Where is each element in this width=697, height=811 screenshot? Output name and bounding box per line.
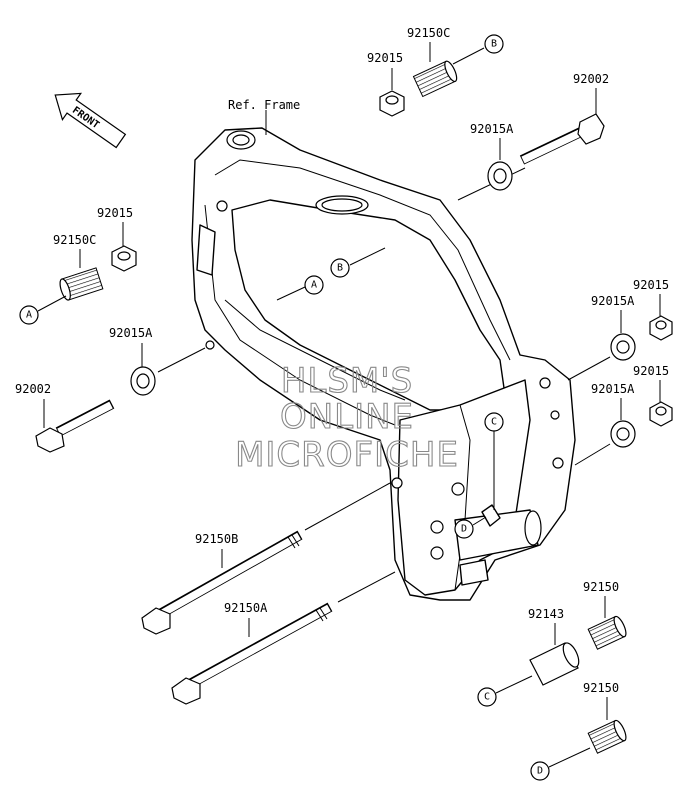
svg-text:A: A [26,310,32,321]
callout-c-frame: C [484,412,504,432]
part-92015a-r1: 92015A [591,294,635,308]
part-92015-top: 92015 [367,51,403,65]
callout-a-left: A [19,305,39,325]
part-92015a-left: 92015A [109,326,153,340]
callout-d-frame: D [454,519,474,539]
callout-a-frame: A [304,275,324,295]
nut-92015-r1 [649,315,673,341]
part-92002-left: 92002 [15,382,51,396]
part-92150c-left: 92150C [53,233,96,247]
washer-92015a-top [487,138,513,191]
nut-92015-top [379,68,405,117]
nut-92015-r2 [649,401,673,427]
callout-b-top: B [484,34,504,54]
spring-92150-r2 [587,719,627,754]
main-frame [191,127,576,601]
svg-text:B: B [491,39,497,50]
part-92150c-top: 92150C [407,26,450,40]
part-92002-right: 92002 [573,72,609,86]
collar-92143 [529,642,580,686]
svg-text:D: D [461,524,467,535]
spring-92150c-top [412,60,458,98]
part-92150-r1: 92150 [583,580,619,594]
nut-92015-left [111,245,137,272]
watermark-line-1: HLSM'S [281,361,413,401]
part-92015a-top: 92015A [470,122,514,136]
svg-text:C: C [484,692,490,703]
svg-text:A: A [311,280,317,291]
watermark-line-3: MICROFICHE [235,435,459,475]
callout-d-bottom: D [530,761,550,781]
part-92015-r1: 92015 [633,278,669,292]
front-arrow-icon: FRONT [54,92,127,149]
svg-text:D: D [537,766,543,777]
spring-92150-r1 [587,615,627,650]
part-92015-r2: 92015 [633,364,669,378]
bolt-92002-right [519,88,605,165]
ref-frame-label: Ref. Frame [228,98,300,112]
part-92150b: 92150B [195,532,238,546]
washer-92015a-r1 [610,333,636,361]
washer-92015a-left [130,366,156,396]
svg-text:C: C [491,417,497,428]
callout-b-frame: B [330,258,350,278]
callout-c-bottom: C [477,687,497,707]
spring-92150c-left [59,267,104,301]
washer-92015a-r2 [610,420,636,448]
watermark: HLSM'S ONLINE MICROFICHE [235,360,459,475]
bolt-92150a [171,602,333,705]
watermark-line-2: ONLINE [280,397,414,437]
part-92150a: 92150A [224,601,268,615]
part-92143: 92143 [528,607,564,621]
part-92150-r2: 92150 [583,681,619,695]
svg-text:B: B [337,263,343,274]
bolt-92002-left [35,399,115,453]
part-92015a-r2: 92015A [591,382,635,396]
part-92015-left: 92015 [97,206,133,220]
bolt-92150b [141,530,303,635]
